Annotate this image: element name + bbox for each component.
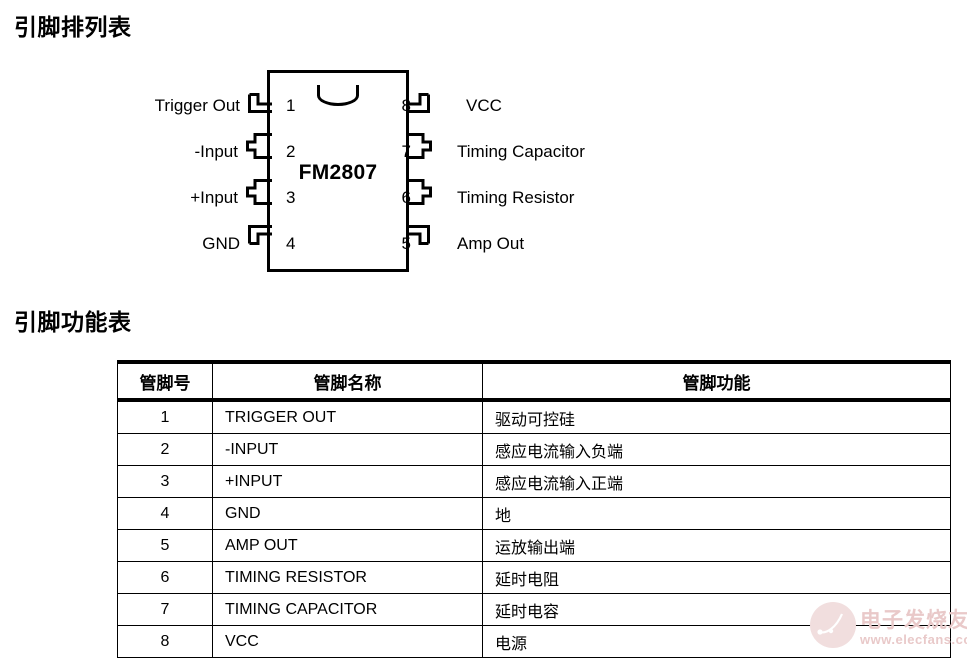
pin-lead-4 [248, 225, 272, 245]
cell-pin-function: 延时电阻 [482, 561, 951, 594]
cell-pin-function: 感应电流输入正端 [482, 465, 951, 498]
page-title-pinout: 引脚排列表 [14, 14, 132, 40]
cell-pin-name: TRIGGER OUT [212, 399, 483, 434]
cell-pin-name: GND [212, 497, 483, 530]
pin-label-vcc: VCC [466, 96, 502, 115]
table-header-row: 管脚号 管脚名称 管脚功能 [117, 360, 951, 402]
cell-pin-function: 延时电容 [482, 593, 951, 626]
table-row: 7 TIMING CAPACITOR 延时电容 [117, 593, 951, 626]
pin-number-5: 5 [401, 234, 411, 253]
pin-number-1: 1 [286, 96, 296, 115]
pin-lead-8 [406, 93, 430, 113]
cell-pin-name: AMP OUT [212, 529, 483, 562]
table-row: 6 TIMING RESISTOR 延时电阻 [117, 561, 951, 594]
pin-configuration-diagram: FM2807 [0, 55, 700, 290]
cell-pin-name: TIMING RESISTOR [212, 561, 483, 594]
pin-number-8: 8 [401, 96, 411, 115]
table-row: 2 -INPUT 感应电流输入负端 [117, 433, 951, 466]
cell-pin-name: -INPUT [212, 433, 483, 466]
cell-pin-number: 3 [117, 465, 213, 498]
column-header-pin-function: 管脚功能 [482, 360, 951, 402]
pin-lead-1 [248, 93, 272, 113]
table-row: 4 GND 地 [117, 497, 951, 530]
cell-pin-number: 2 [117, 433, 213, 466]
pin-function-table: 管脚号 管脚名称 管脚功能 1 TRIGGER OUT 驱动可控硅 2 -INP… [117, 360, 951, 658]
pin-lead-3 [246, 179, 272, 205]
pin-label-plus-input: +Input [190, 188, 238, 207]
cell-pin-function: 运放输出端 [482, 529, 951, 562]
pin-lead-6 [406, 179, 432, 205]
cell-pin-number: 6 [117, 561, 213, 594]
cell-pin-function: 地 [482, 497, 951, 530]
table-row: 3 +INPUT 感应电流输入正端 [117, 465, 951, 498]
pin-label-minus-input: -Input [194, 142, 238, 161]
pin-lead-5 [406, 225, 430, 245]
pin-number-4: 4 [286, 234, 296, 253]
chip-package-body: FM2807 [267, 70, 409, 272]
pin-lead-2 [246, 133, 272, 159]
page-title-pin-function: 引脚功能表 [14, 309, 132, 335]
table-row: 1 TRIGGER OUT 驱动可控硅 [117, 399, 951, 434]
cell-pin-number: 8 [117, 625, 213, 658]
cell-pin-number: 7 [117, 593, 213, 626]
cell-pin-name: VCC [212, 625, 483, 658]
pin-number-7: 7 [401, 142, 411, 161]
cell-pin-number: 5 [117, 529, 213, 562]
pin-label-timing-resistor: Timing Resistor [457, 188, 575, 207]
table-row: 8 VCC 电源 [117, 625, 951, 658]
cell-pin-number: 1 [117, 399, 213, 434]
pin-lead-7 [406, 133, 432, 159]
pin-label-amp-out: Amp Out [457, 234, 525, 253]
table-row: 5 AMP OUT 运放输出端 [117, 529, 951, 562]
column-header-pin-number: 管脚号 [117, 360, 213, 402]
cell-pin-function: 驱动可控硅 [482, 399, 951, 434]
column-header-pin-name: 管脚名称 [212, 360, 483, 402]
cell-pin-name: TIMING CAPACITOR [212, 593, 483, 626]
pin-number-2: 2 [286, 142, 296, 161]
pin-label-trigger-out: Trigger Out [154, 96, 240, 115]
pin-number-6: 6 [401, 188, 411, 207]
cell-pin-function: 电源 [482, 625, 951, 658]
cell-pin-name: +INPUT [212, 465, 483, 498]
cell-pin-function: 感应电流输入负端 [482, 433, 951, 466]
pin-label-timing-capacitor: Timing Capacitor [457, 142, 585, 161]
pin-label-gnd: GND [202, 234, 240, 253]
package-notch-icon [317, 85, 359, 106]
cell-pin-number: 4 [117, 497, 213, 530]
chip-part-number-label: FM2807 [298, 161, 378, 184]
pin-number-3: 3 [286, 188, 296, 207]
